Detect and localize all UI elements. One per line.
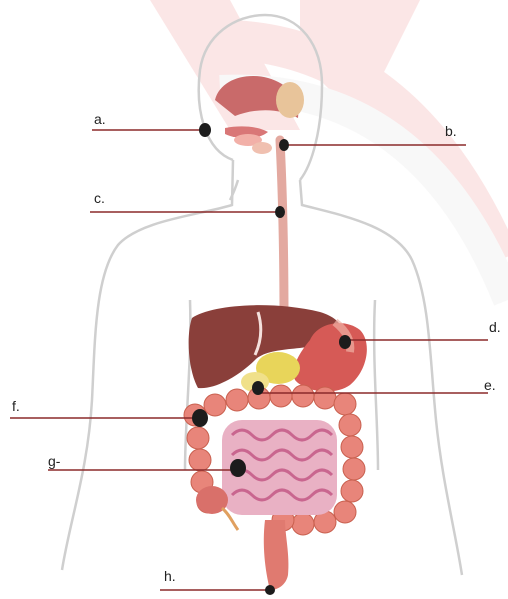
marker-dot-e (252, 381, 264, 395)
marker-dot-h (265, 585, 275, 595)
marker-dot-f (192, 409, 208, 427)
label-f: f. (12, 399, 20, 413)
label-d: d. (489, 320, 501, 334)
label-b: b. (445, 124, 457, 138)
watermark (150, 0, 508, 300)
label-e: e. (484, 378, 496, 392)
rectum (264, 520, 289, 590)
label-h: h. (164, 569, 176, 583)
marker-dot-c (275, 206, 285, 218)
label-c: c. (94, 191, 105, 205)
marker-dot-d (339, 335, 351, 349)
esophagus (280, 140, 284, 320)
label-g: g- (48, 454, 60, 468)
label-a: a. (94, 112, 106, 126)
marker-dot-b (279, 139, 289, 151)
marker-dot-g (230, 459, 246, 477)
marker-dot-a (199, 123, 211, 137)
